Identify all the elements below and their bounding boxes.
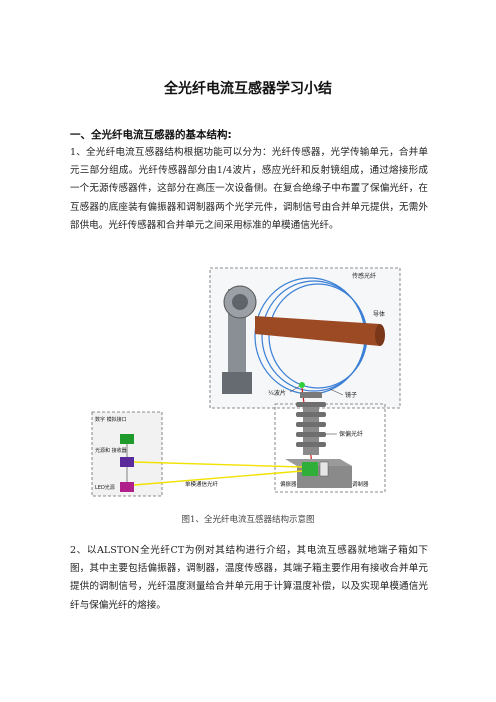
sm-fiber-1 [133,461,303,468]
clamp-hub [232,294,248,310]
sm-fiber-2 [133,470,303,486]
modulator-block [319,461,329,477]
led-block [120,482,134,492]
conductor-bar [255,316,380,346]
section-heading: 一、全光纤电流互感器的基本结构: [70,129,232,141]
label-wave-plate: ¼波片 [268,389,286,397]
label-sensing-fiber: 传感光纤 [352,272,376,280]
document-title: 全光纤电流互感器学习小结 [164,81,332,97]
label-mirror: 镜子 [345,391,357,399]
base-top [285,459,352,466]
figure-caption: 图1、全光纤电流互感器结构示意图 [181,515,315,525]
conductor-end [375,324,385,346]
label-conductor: 导体 [373,310,385,318]
insulator-cap [300,392,322,398]
polarizer-block [302,462,318,476]
digital-interface-block [120,434,134,444]
label-detector: 光源和 接收器 [95,447,127,454]
column-base [222,372,252,394]
label-modulator: 调制器 [352,480,369,488]
structure-diagram: 传感光纤 导体 ¼波片 镜子 保偏光纤 偏振器 [91,267,401,497]
wave-plate-marker [299,382,305,388]
paragraph-structure: 1、全光纤电流互感器结构根据功能可以分为：光纤传感器，光学传输单元，合并单元三部… [70,147,428,231]
label-pm-fiber: 保偏光纤 [339,430,363,438]
label-digital-interface: 数字 模拟接口 [95,416,127,423]
structure-figure: 传感光纤 导体 ¼波片 镜子 保偏光纤 偏振器 [90,264,408,502]
lower-frame [274,403,386,493]
label-polarizer: 偏振器 [280,480,297,488]
paragraph-alston: 2、以ALSTON全光纤CT为例对其结构进行介绍，其电流互感器就地端子箱如下图，… [70,545,428,611]
label-sm-fiber: 单模通信光纤 [185,480,219,488]
label-led: LED光源 [95,484,115,491]
detector-block [120,457,134,467]
insulator-sheds [296,402,326,455]
